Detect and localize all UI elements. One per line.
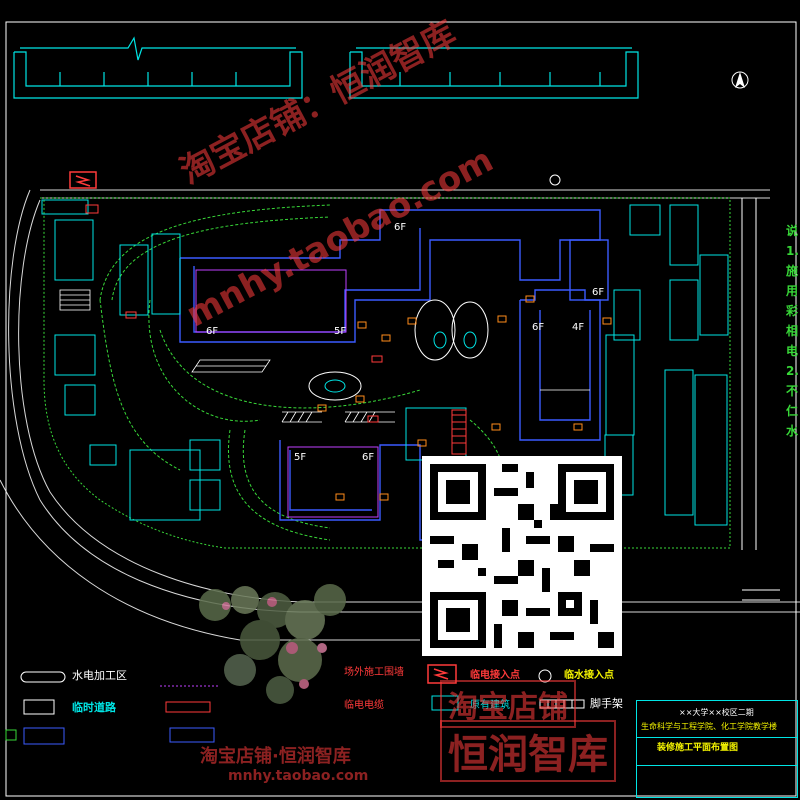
legend-water-entry: 临水接入点 (564, 670, 614, 681)
building-main-north (179, 209, 601, 343)
legend-water-processing-symbol (20, 671, 66, 683)
legend-original-building: 原有建筑 (470, 700, 510, 711)
temporary-facilities-left (41, 199, 729, 526)
title-project-line2: 生命科学与工程学院、化工学院教学楼 (641, 722, 777, 731)
note-line: 仁 (786, 404, 799, 418)
material-stacks (59, 289, 590, 423)
legend-water-processing: 水电加工区 (72, 669, 127, 682)
building-main-east (519, 239, 609, 441)
fire-hydrant-markers (317, 295, 612, 501)
floor-label: 6F (532, 322, 545, 333)
courtyard-magenta (195, 269, 379, 518)
note-line: 说 (786, 224, 799, 238)
sheet-border (5, 21, 797, 797)
legend-temp-power-cable: 临电电缆 (344, 700, 384, 711)
qr-code (422, 456, 622, 656)
floor-label: 6F (206, 326, 219, 337)
floor-label: 6F (362, 452, 375, 463)
design-notes: 说 1. 施 用 彩 相 电 2. 不 仁 水 (786, 224, 800, 446)
note-line: 相 (786, 324, 799, 338)
power-entry-icon (69, 171, 97, 189)
note-line: 施 (786, 264, 799, 278)
existing-building-top-right (349, 47, 639, 99)
internal-roads (99, 204, 505, 541)
water-entry-icon (549, 174, 561, 186)
floor-label: 6F (394, 222, 407, 233)
floor-label: 6F (592, 287, 605, 298)
title-drawing-name: 装修施工平面布置图 (657, 743, 739, 753)
note-line: 用 (786, 284, 799, 298)
floor-label: 4F (572, 322, 585, 333)
right-road (741, 198, 780, 601)
legend-symbols (5, 664, 585, 745)
note-line: 水 (786, 424, 799, 438)
legend-site-fence: 场外施工围墙 (344, 667, 404, 678)
note-line: 电 (786, 344, 799, 358)
floor-label: 5F (294, 452, 307, 463)
title-block: ××大学××校区二期 生命科学与工程学院、化工学院教学楼 装修施工平面布置图 (636, 700, 798, 798)
north-arrow-label: A (736, 74, 737, 85)
note-line: 2. (786, 364, 799, 378)
north-arrow-icon (731, 71, 749, 89)
legend-temp-power-entry: 临电接入点 (470, 670, 520, 681)
note-line: 1. (786, 244, 799, 258)
legend-scaffold: 脚手架 (590, 697, 623, 710)
title-project-line1: ××大学××校区二期 (679, 708, 754, 717)
floor-label: 5F (334, 326, 347, 337)
note-line: 彩 (786, 304, 799, 318)
red-markers (85, 204, 383, 423)
legend-temporary-road: 临时道路 (72, 701, 116, 714)
note-line: 不 (786, 384, 799, 398)
red-hatched-stack (451, 409, 467, 455)
landscape-ovals (308, 299, 489, 401)
existing-building-top-left (13, 36, 303, 99)
tree-illustration (199, 584, 346, 704)
